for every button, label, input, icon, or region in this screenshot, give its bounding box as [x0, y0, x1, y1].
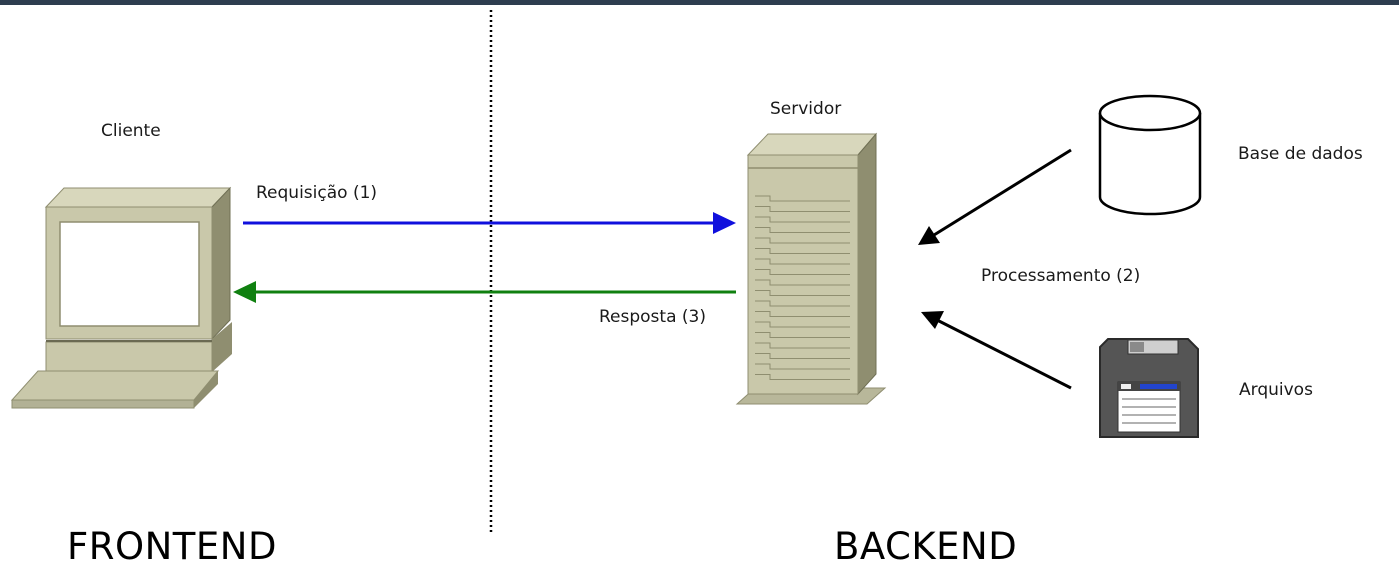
files-label: Arquivos [1239, 380, 1313, 400]
frontend-label: FRONTEND [67, 525, 277, 568]
processing-label: Processamento (2) [981, 266, 1141, 286]
database-cylinder-icon [1098, 94, 1202, 216]
request-arrow [243, 212, 736, 234]
computer-icon [10, 186, 232, 409]
database-label: Base de dados [1238, 144, 1363, 164]
response-label: Resposta (3) [599, 307, 706, 327]
processing-arrow-from-database [918, 148, 1072, 245]
backend-label: BACKEND [834, 525, 1018, 568]
server-tower-icon [735, 132, 887, 405]
server-label: Servidor [770, 99, 842, 119]
client-label: Cliente [101, 121, 161, 141]
response-arrow [233, 281, 736, 303]
request-label: Requisição (1) [256, 183, 378, 203]
top-bar [0, 0, 1399, 5]
floppy-disk-icon [1099, 338, 1199, 438]
processing-arrow-from-files [921, 311, 1072, 390]
